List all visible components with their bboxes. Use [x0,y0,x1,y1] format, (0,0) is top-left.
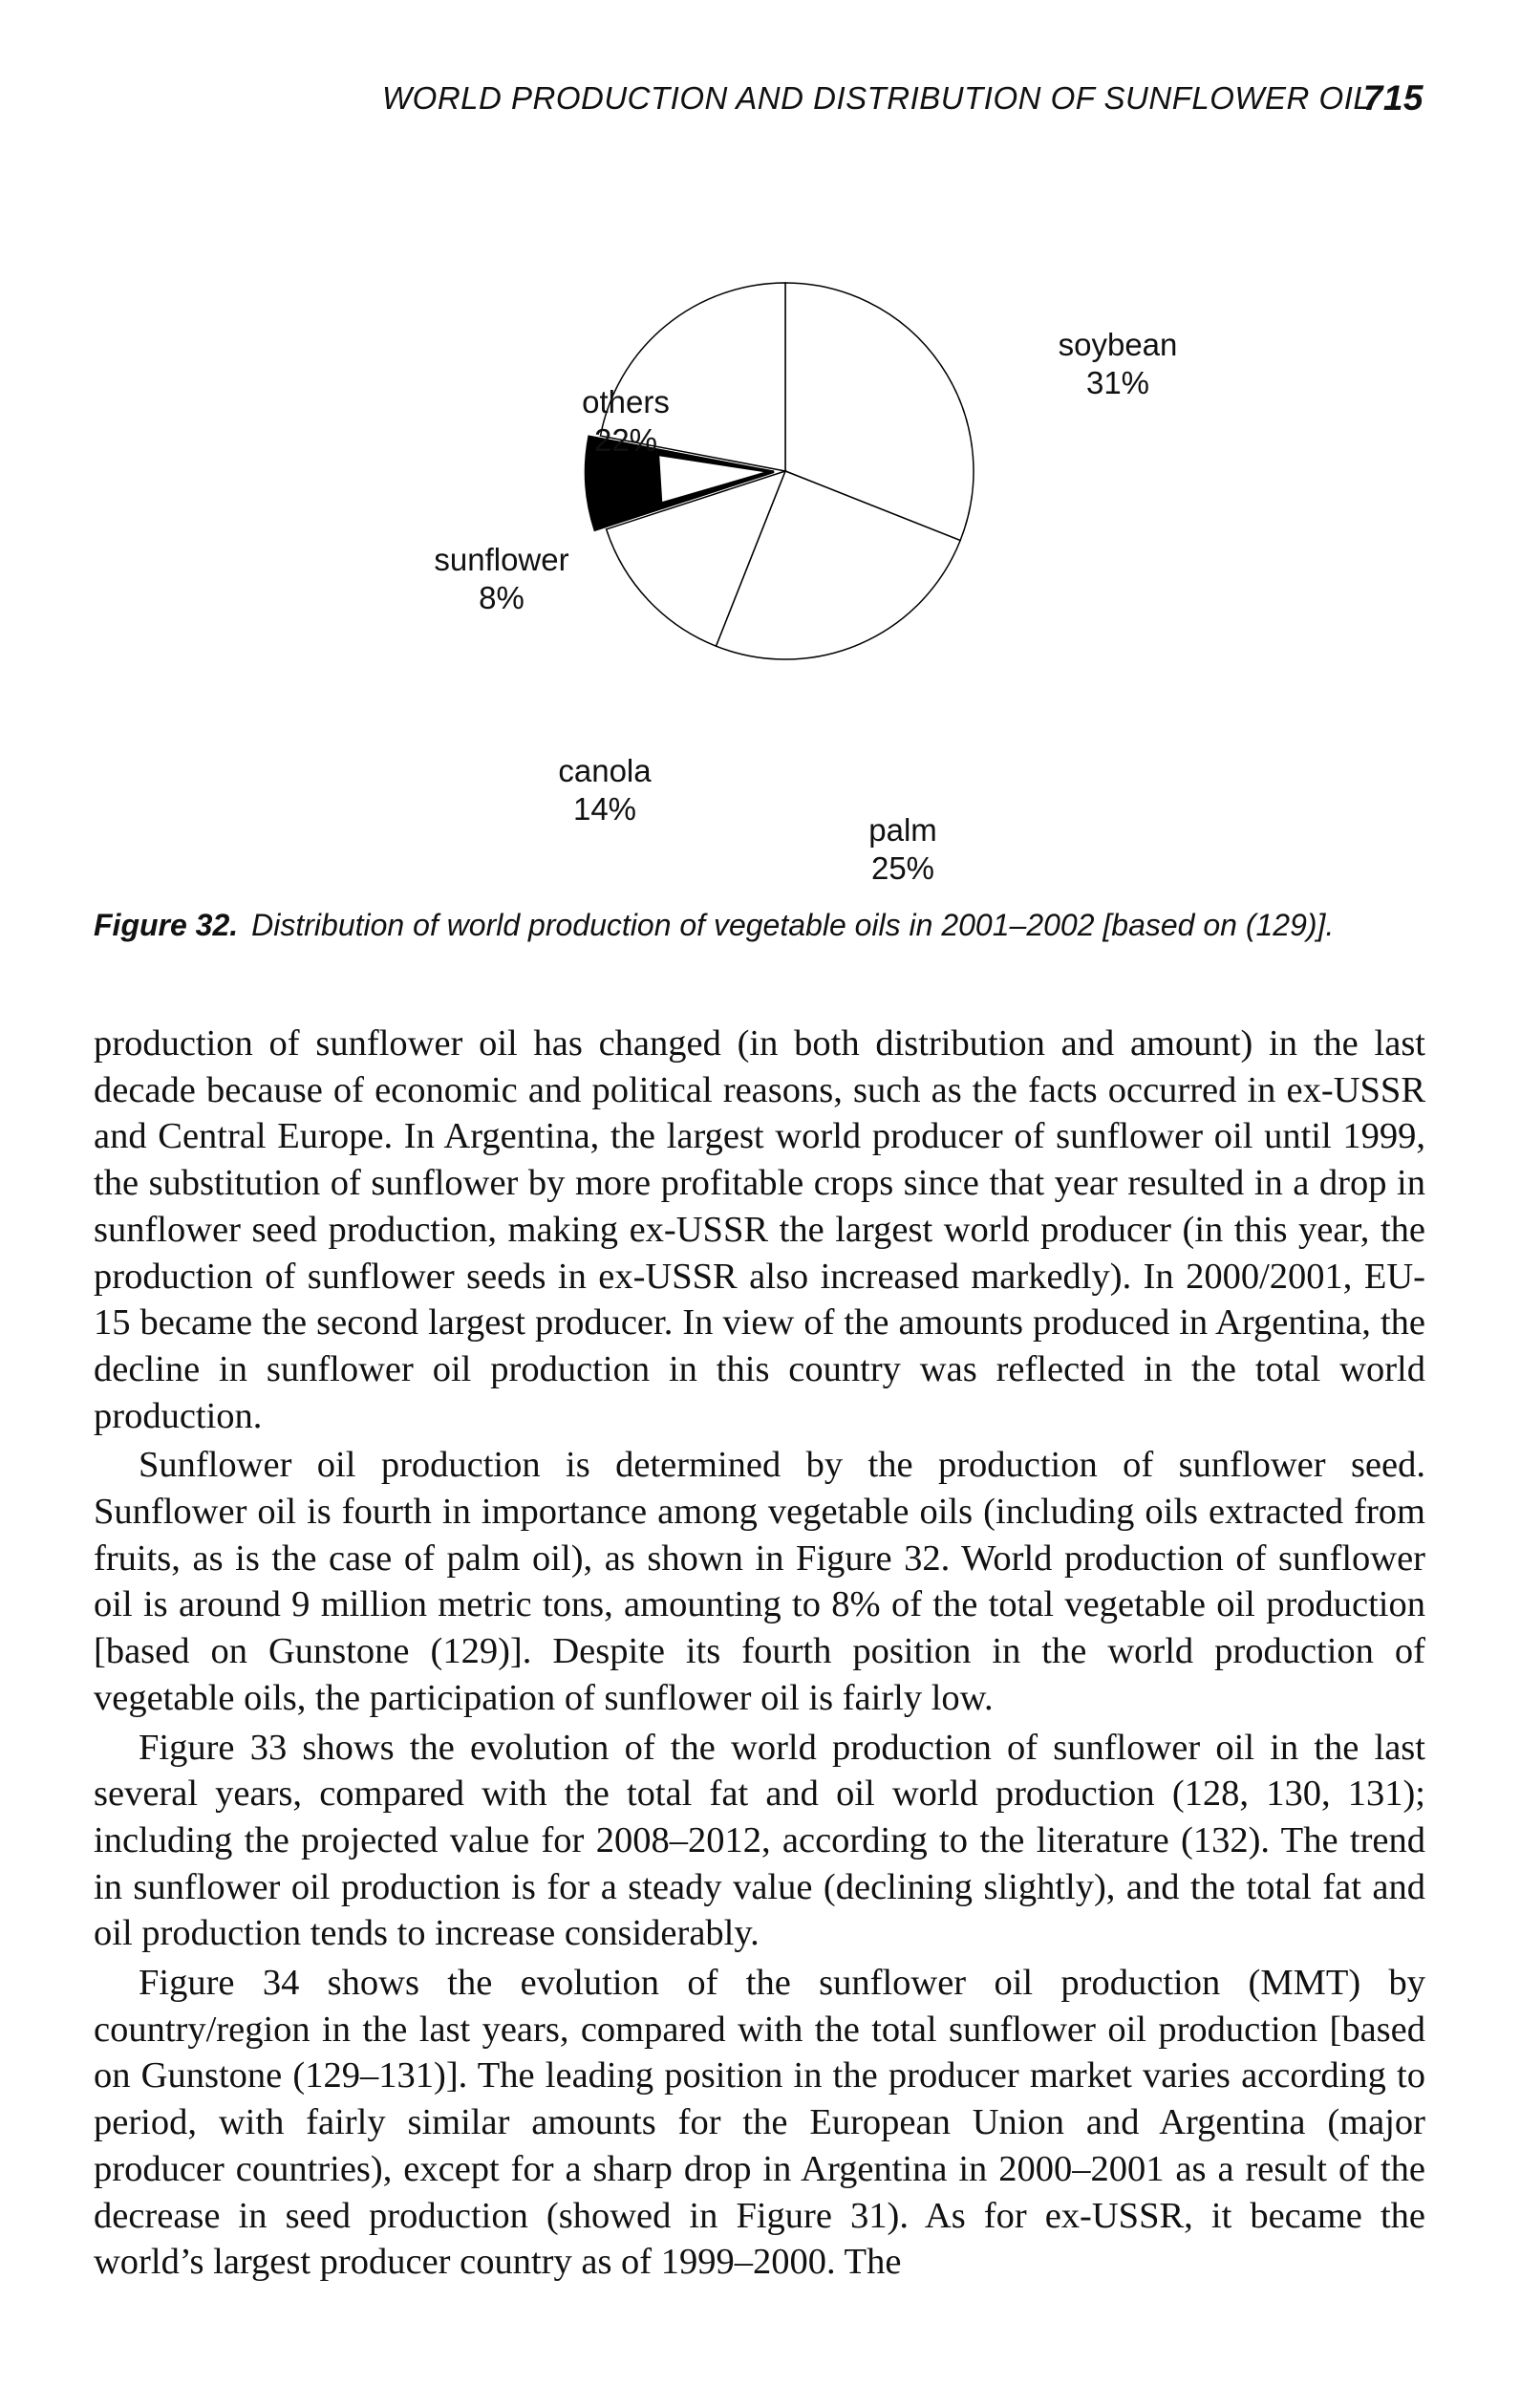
pie-slice-soybean [784,282,974,542]
body-text: production of sunflower oil has changed … [94,1021,1425,2286]
paragraph: production of sunflower oil has changed … [94,1023,1425,1436]
pie-value-sunflower: 8% [479,580,525,615]
pie-label-palm: palm [868,812,937,848]
figure-caption-label: Figure 32. [94,908,239,942]
pie-value-soybean: 31% [1086,365,1149,400]
pie-label-others: others [582,384,670,419]
figure-caption-text: Distribution of world production of vege… [251,908,1335,942]
pie-value-palm: 25% [871,850,934,886]
running-head: WORLD PRODUCTION AND DISTRIBUTION OF SUN… [287,78,1424,128]
pie-label-sunflower: sunflower [434,542,568,577]
paragraph: Figure 34 shows the evolution of the sun… [94,1963,1425,2283]
paragraph: Figure 33 shows the evolution of the wor… [94,1727,1425,1954]
pie-label-canola: canola [558,753,652,788]
pie-slice-others [599,282,786,472]
pie-slice-canola [605,469,787,648]
figure-caption: Figure 32. Distribution of world producti… [94,908,1431,943]
pie-label-soybean: soybean [1059,327,1178,362]
page-number: 715 [1362,78,1424,118]
pie-slice-palm [715,470,962,660]
pie-value-others: 22% [594,422,657,458]
pie-value-canola: 14% [573,791,636,827]
pie-slice-sunflower-inner [657,453,769,505]
paragraph: Sunflower oil production is determined b… [94,1445,1425,1718]
running-head-title: WORLD PRODUCTION AND DISTRIBUTION OF SUN… [382,80,1372,116]
